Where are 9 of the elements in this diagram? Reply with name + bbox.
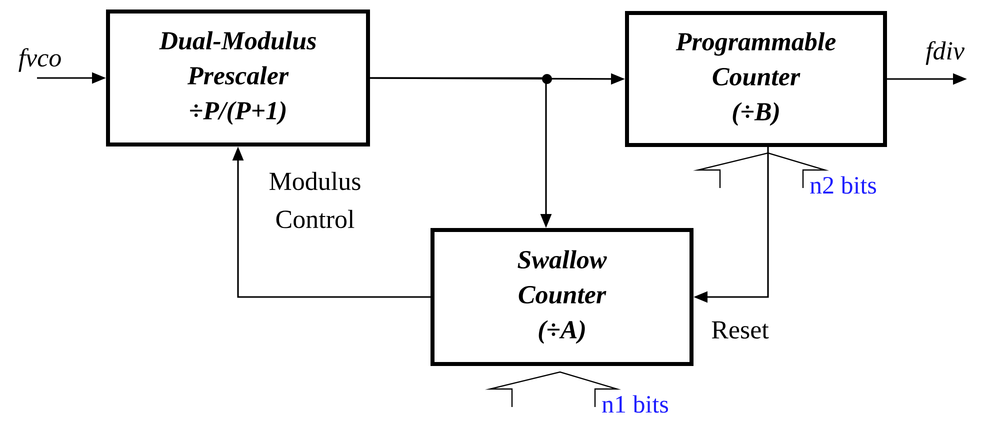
bus-width-label: n2 bits (810, 176, 876, 194)
block-box: Dual-Modulus Prescaler ÷P/(P+1) (106, 10, 370, 146)
edge-label: fvco (18, 48, 61, 72)
block-box: Swallow Counter (÷A) (430, 228, 694, 366)
block-box: Programmable Counter (÷B) (625, 11, 887, 147)
bus-width-label: n1 bits (602, 395, 668, 413)
edge-label: Modulus Control (270, 172, 360, 228)
edge-label: Reset (712, 321, 769, 339)
edge-label: fdiv (926, 41, 965, 65)
